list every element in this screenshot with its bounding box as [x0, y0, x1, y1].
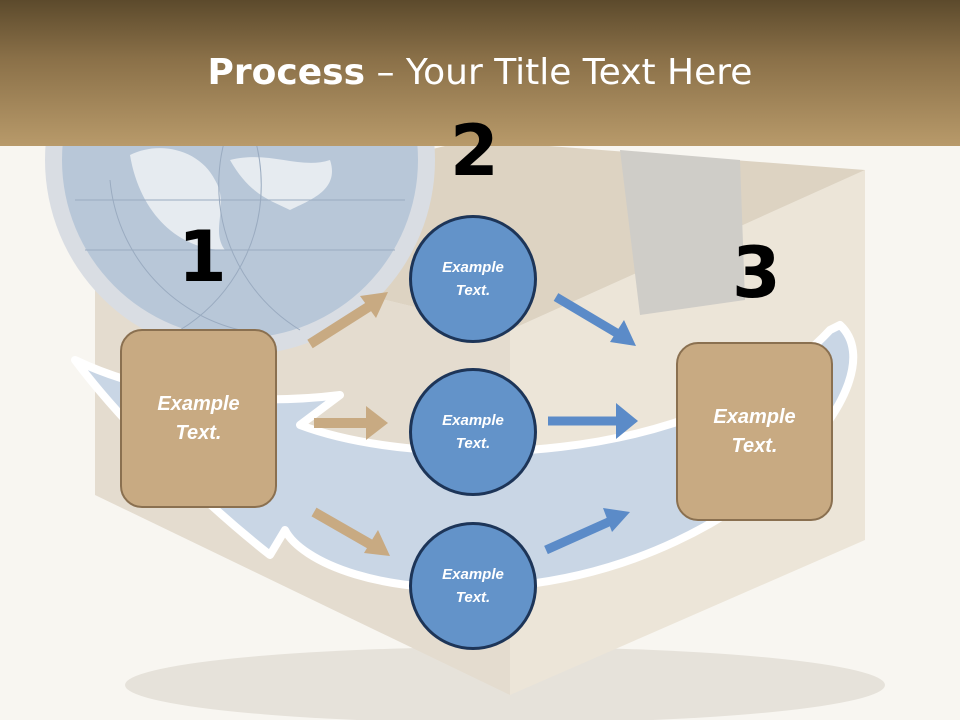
step-number-1: 1 — [178, 216, 227, 298]
step-2-circle-bottom[interactable]: Example Text. — [409, 522, 537, 650]
circle-top-label: Example Text. — [442, 259, 504, 299]
title-bar: Process – Your Title Text Here — [0, 0, 960, 146]
title-bold: Process — [207, 52, 366, 93]
blue-arrow-middle — [548, 403, 638, 439]
circle-middle-label: Example Text. — [442, 412, 504, 452]
blue-arrow-down — [553, 293, 636, 346]
step-number-3: 3 — [732, 232, 781, 314]
step-3-label: Example Text. — [713, 405, 796, 457]
step-2-circle-middle[interactable]: Example Text. — [409, 368, 537, 496]
step-2-circle-top[interactable]: Example Text. — [409, 215, 537, 343]
step-1-label: Example Text. — [157, 392, 240, 444]
circle-bottom-label: Example Text. — [442, 566, 504, 606]
tan-arrow-down — [311, 507, 390, 556]
title-rest: – Your Title Text Here — [365, 52, 753, 93]
blue-arrow-up — [544, 508, 630, 555]
step-number-2: 2 — [450, 110, 499, 192]
box-tape — [620, 150, 745, 315]
step-3-box[interactable]: Example Text. — [676, 342, 833, 521]
tan-arrow-up — [307, 292, 388, 349]
slide-title: Process – Your Title Text Here — [0, 52, 960, 93]
step-1-box[interactable]: Example Text. — [120, 329, 277, 508]
tan-arrow-middle — [314, 406, 388, 440]
